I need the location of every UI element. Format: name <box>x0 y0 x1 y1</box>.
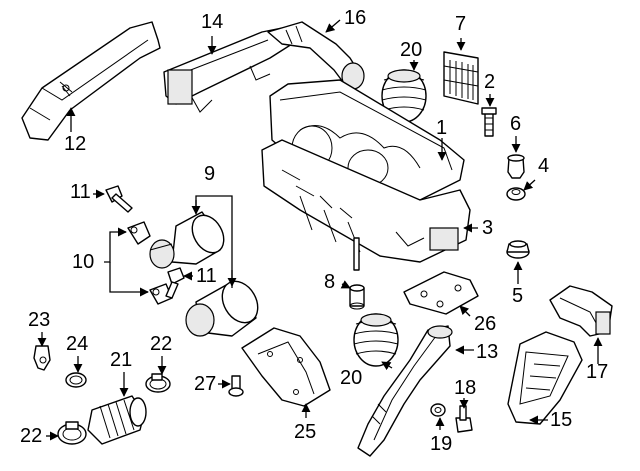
part-25-heat-shield <box>241 327 331 407</box>
part-5-mount <box>506 240 530 259</box>
part-3-housing <box>261 139 471 271</box>
callout-22-right: 22 <box>150 333 173 355</box>
callout-7: 7 <box>455 13 467 35</box>
part-26-bracket <box>403 271 479 315</box>
callout-15: 15 <box>550 409 573 431</box>
callout-20-lower: 20 <box>340 367 363 389</box>
callout-21: 21 <box>110 349 133 371</box>
part-4-nut <box>506 187 526 201</box>
part-27-bolt <box>228 375 244 397</box>
callout-12: 12 <box>64 133 87 155</box>
callout-22-left: 22 <box>20 425 43 447</box>
callout-23: 23 <box>28 309 51 331</box>
part-12-intake-duct <box>21 21 161 141</box>
callout-14: 14 <box>201 11 224 33</box>
part-21-hose <box>87 395 147 445</box>
callout-17: 17 <box>586 361 609 383</box>
part-7-filter <box>443 51 479 105</box>
part-11-bolt-upper <box>105 185 133 213</box>
part-24-clamp <box>65 372 87 388</box>
callout-18: 18 <box>454 377 477 399</box>
part-22-clamp-left <box>57 421 87 445</box>
callout-16: 16 <box>344 7 367 29</box>
part-2-bolt <box>481 107 497 137</box>
callout-25: 25 <box>294 421 317 443</box>
callout-2: 2 <box>484 71 496 93</box>
callout-20-upper: 20 <box>400 39 423 61</box>
callout-5: 5 <box>512 285 524 307</box>
part-15-resonator-box <box>507 331 583 425</box>
callout-9: 9 <box>204 163 216 185</box>
part-8-bushing <box>349 284 365 310</box>
part-18-bolt <box>455 405 473 433</box>
callout-3: 3 <box>482 217 494 239</box>
callout-19: 19 <box>430 433 453 455</box>
part-13-lower-duct <box>357 325 453 457</box>
part-17-elbow <box>549 285 613 337</box>
part-19-washer <box>430 403 446 417</box>
callout-26: 26 <box>474 313 497 335</box>
part-10-sensor-upper <box>127 221 151 245</box>
callout-13: 13 <box>476 341 499 363</box>
callout-1: 1 <box>436 117 448 139</box>
part-22-clamp-right <box>145 373 171 393</box>
callout-27: 27 <box>194 373 217 395</box>
part-6-grommet <box>507 154 525 179</box>
part-16-hose <box>267 21 365 90</box>
part-20-bellows-lower <box>353 313 399 367</box>
callout-24: 24 <box>66 333 89 355</box>
part-11-bolt-lower <box>165 267 185 299</box>
callout-10: 10 <box>72 251 95 273</box>
leader-lines <box>37 19 603 441</box>
callout-4: 4 <box>538 155 550 177</box>
callout-11-lower: 11 <box>196 265 217 287</box>
callout-8: 8 <box>324 271 336 293</box>
callout-6: 6 <box>510 113 522 135</box>
part-9-resonator-upper <box>149 211 225 269</box>
callout-11-upper: 11 <box>70 181 91 203</box>
part-23-clip <box>33 345 51 371</box>
part-14-upper-duct <box>163 27 293 113</box>
